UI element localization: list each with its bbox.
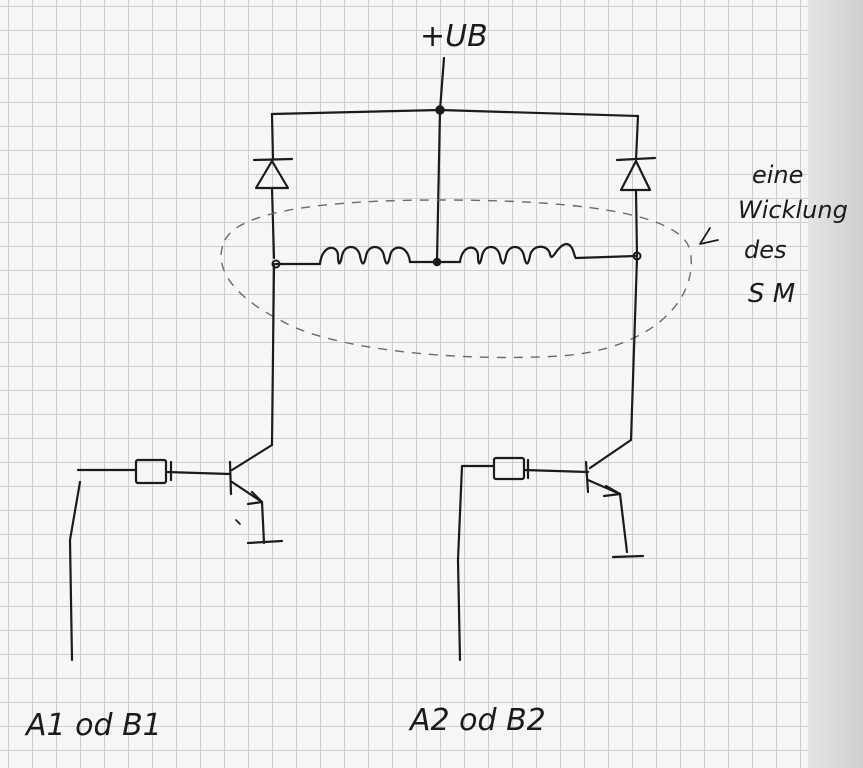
annotation-line-2: Wicklung: [738, 196, 848, 224]
base-resistor-right: [456, 456, 590, 662]
annotation-arrow-icon: [699, 227, 719, 245]
annotation-line-1: eine: [752, 161, 803, 189]
supply-rail: [270, 56, 640, 264]
supply-label: +UB: [420, 19, 488, 54]
diode-right: [615, 114, 657, 258]
motor-winding: [271, 242, 642, 269]
base-resistor-left: [68, 458, 232, 662]
annotation-line-3: des: [744, 236, 787, 264]
transistor-left: [228, 262, 284, 545]
input-left-label: A1 od B1: [24, 708, 162, 743]
winding-outline: [220, 199, 692, 359]
input-right-label: A2 od B2: [408, 703, 546, 738]
paper-edge: [808, 0, 863, 768]
diode-left: [252, 112, 294, 260]
transistor-right: [584, 256, 645, 559]
annotation-line-4: S M: [748, 279, 795, 309]
